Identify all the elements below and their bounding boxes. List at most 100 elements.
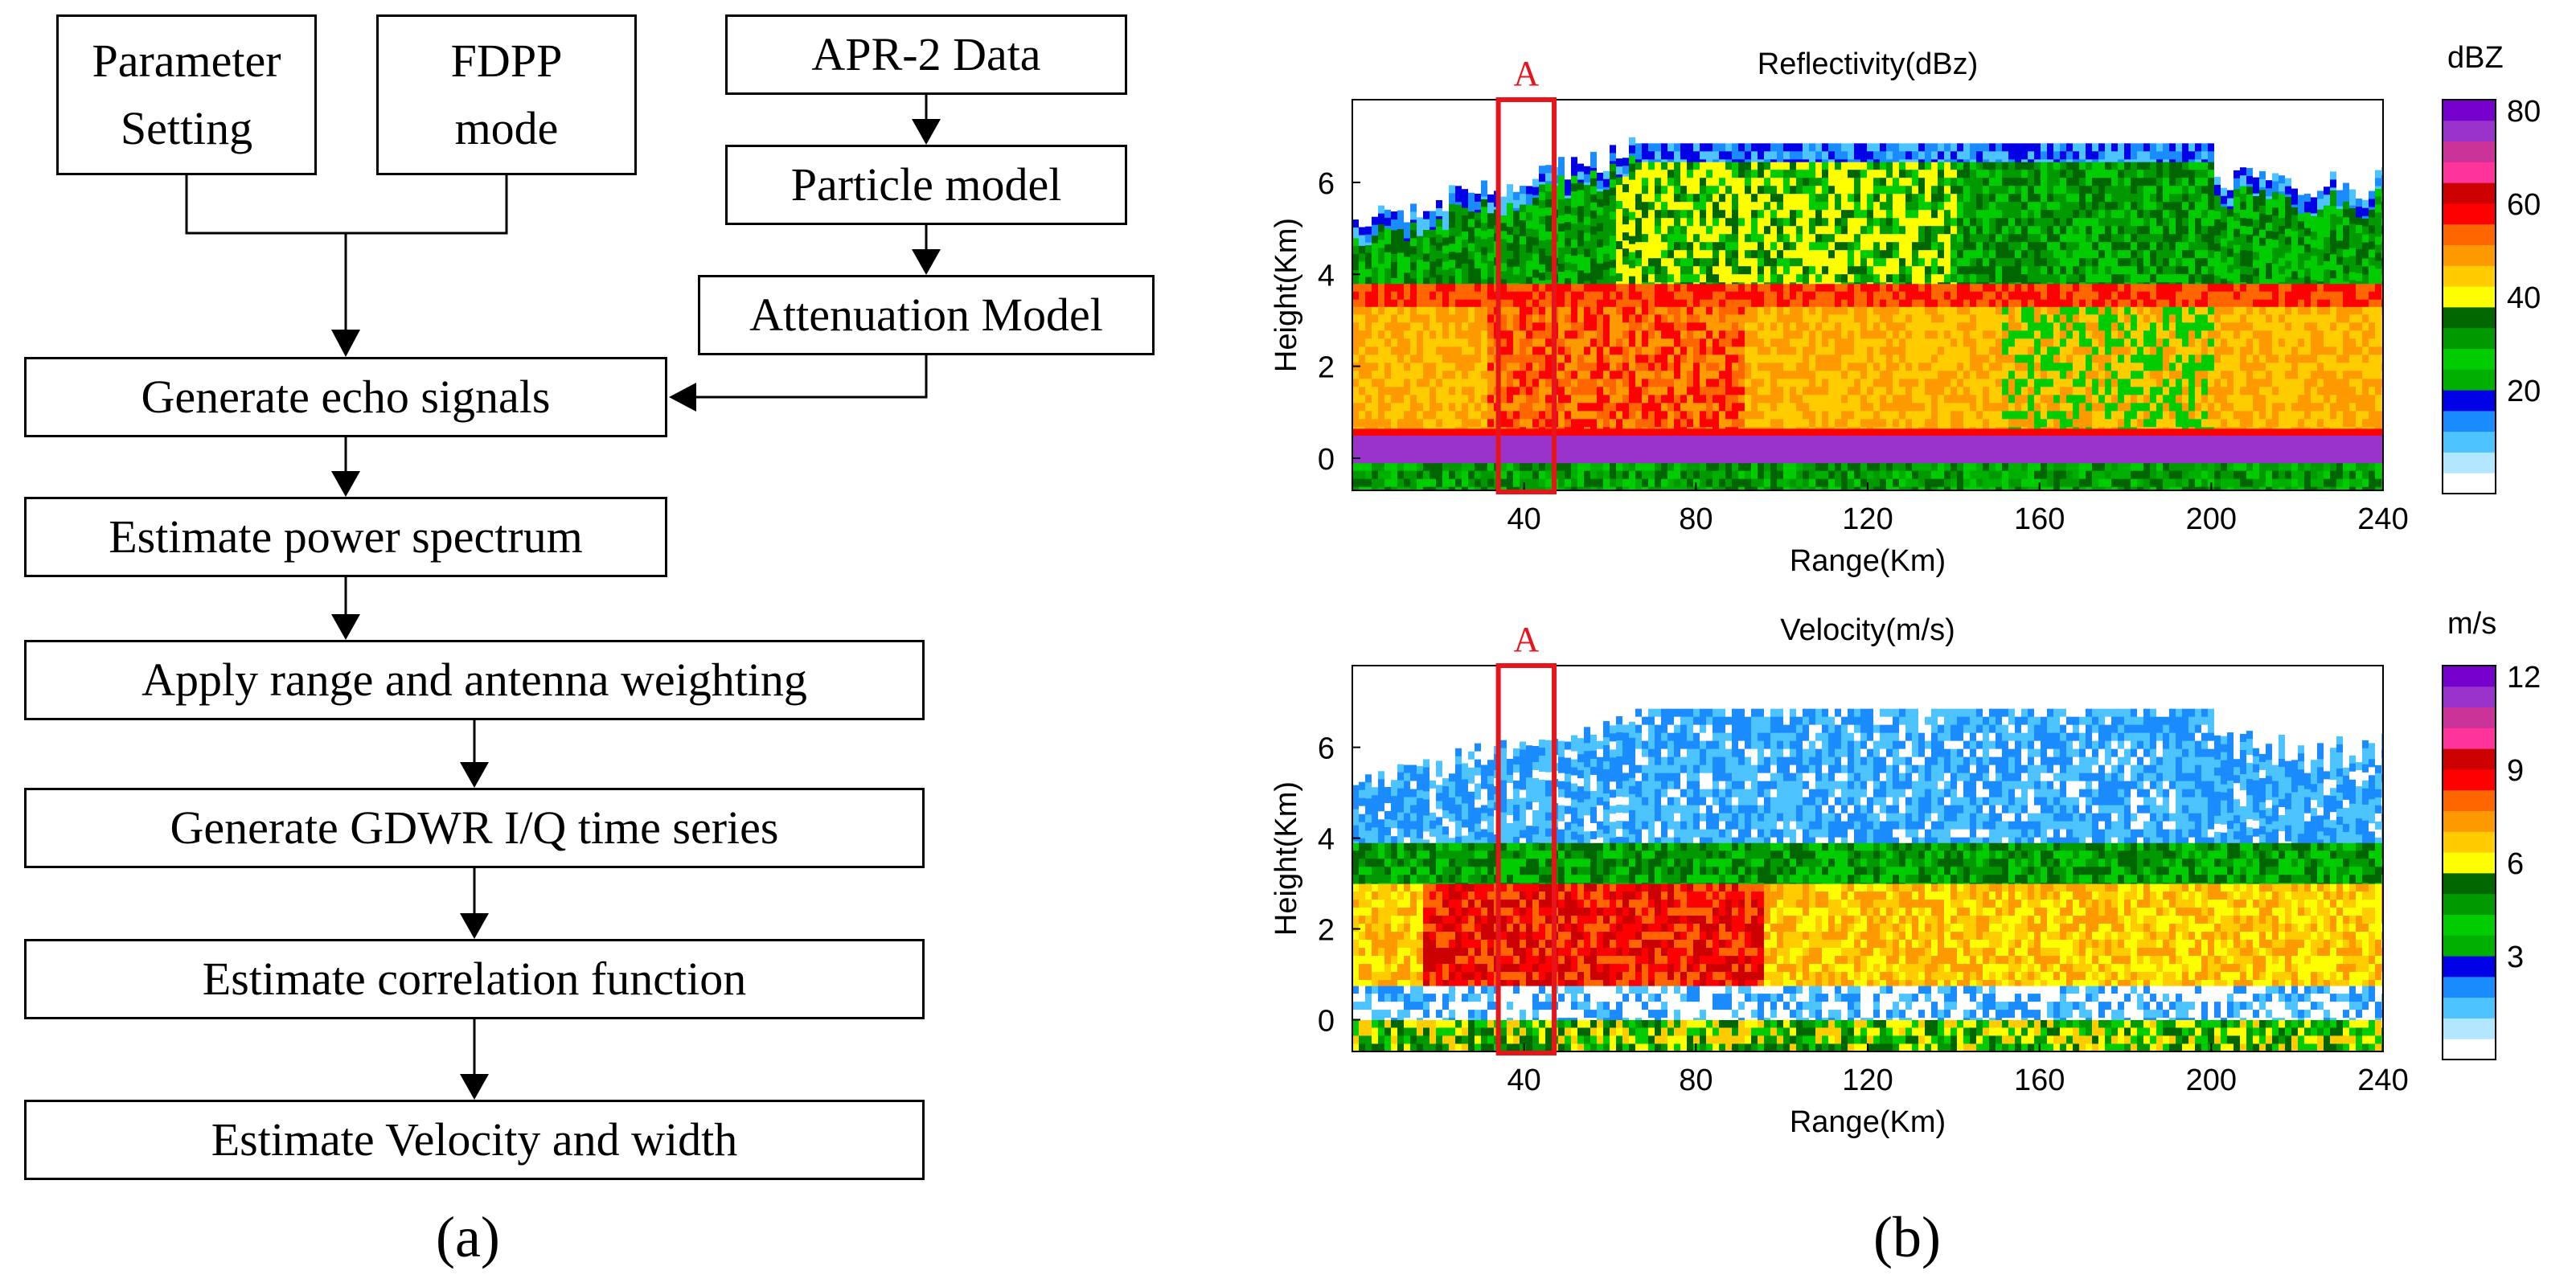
colorbar-tick-label: 12	[2507, 661, 2541, 695]
x-tick-label: 160	[2014, 502, 2065, 536]
fdpp-mode-line1: FDPP	[450, 35, 563, 87]
colorbar-title: m/s	[2447, 607, 2496, 641]
gdwr-box: Generate GDWR I/Q time series	[24, 788, 925, 868]
x-tick-label: 80	[1679, 1064, 1713, 1097]
parameter-setting-line1: Parameter	[92, 35, 281, 87]
colorbar-segment	[2443, 182, 2496, 204]
colorbar-segment	[2443, 686, 2496, 708]
colorbar-frame	[2442, 665, 2496, 1060]
colorbar-segment	[2443, 748, 2496, 770]
weighting-box: Apply range and antenna weighting	[24, 640, 925, 720]
parameter-setting-line2: Setting	[120, 102, 253, 154]
arrowhead-correlation	[460, 913, 489, 939]
colorbar-segment	[2443, 769, 2496, 791]
x-tick-label: 200	[2186, 1064, 2237, 1097]
colorbar-tick-label: 80	[2507, 95, 2541, 129]
colorbar-tick-label: 6	[2507, 847, 2524, 881]
colorbar-segment	[2443, 286, 2496, 308]
panel-label-a: (a)	[436, 1205, 500, 1269]
colorbar-segment	[2443, 473, 2496, 494]
colorbar-segment	[2443, 452, 2496, 473]
arrowhead-power	[331, 471, 360, 497]
y-tick-label: 6	[1318, 732, 1335, 766]
colorbar-segment	[2443, 956, 2496, 978]
apr2-data-box: APR-2 Data	[725, 14, 1127, 95]
x-tick-label: 160	[2014, 1064, 2065, 1097]
heatmap-field	[1352, 100, 2383, 490]
velocity-width-box: Estimate Velocity and width	[24, 1100, 925, 1180]
velocity-width-label: Estimate Velocity and width	[211, 1113, 738, 1166]
arrowhead-gdwr	[460, 762, 489, 788]
attenuation-model-box: Attenuation Model	[698, 275, 1155, 355]
apr2-data-label: APR-2 Data	[811, 28, 1041, 80]
gdwr-label: Generate GDWR I/Q time series	[170, 801, 779, 854]
power-spectrum-label: Estimate power spectrum	[109, 510, 583, 563]
x-tick-label: 40	[1507, 1064, 1541, 1097]
arrowhead-echo-side	[669, 383, 696, 412]
colorbar-segment	[2443, 707, 2496, 728]
correlation-label: Estimate correlation function	[202, 953, 747, 1005]
colorbar-segment	[2443, 997, 2496, 1019]
colorbar-segment	[2443, 976, 2496, 998]
chart-title: Velocity(m/s)	[1780, 613, 1955, 647]
arrowhead-attenuation	[912, 249, 941, 275]
colorbar-tick-label: 40	[2507, 281, 2541, 315]
x-tick-label: 120	[1842, 502, 1893, 536]
x-tick-label: 240	[2357, 502, 2408, 536]
colorbar-segment	[2443, 327, 2496, 349]
generate-echo-label: Generate echo signals	[141, 371, 551, 423]
region-a-box	[1495, 663, 1557, 1055]
x-axis-label: Range(Km)	[1790, 1105, 1946, 1139]
y-tick-label: 2	[1318, 914, 1335, 948]
correlation-box: Estimate correlation function	[24, 939, 925, 1019]
y-tick-label: 2	[1318, 351, 1335, 385]
colorbar-segment	[2443, 244, 2496, 266]
power-spectrum-box: Estimate power spectrum	[24, 497, 667, 577]
colorbar-segment	[2443, 872, 2496, 895]
colorbar-segment	[2443, 893, 2496, 915]
colorbar-segment	[2443, 831, 2496, 853]
y-tick-label: 4	[1318, 259, 1335, 293]
colorbar-segment	[2443, 348, 2496, 370]
colorbar-segment	[2443, 203, 2496, 225]
colorbar-segment	[2443, 810, 2496, 832]
x-tick-label: 240	[2357, 1064, 2408, 1097]
colorbar-segment	[2443, 162, 2496, 183]
colorbar-title: dBZ	[2447, 41, 2504, 75]
x-tick-label: 40	[1507, 502, 1541, 536]
colorbar-segment	[2443, 914, 2496, 936]
panel-label-b: (b)	[1873, 1205, 1941, 1269]
arrowhead-weighting	[331, 614, 360, 640]
y-tick-label: 0	[1318, 1004, 1335, 1038]
parameter-setting-box: Parameter Setting	[56, 14, 317, 175]
colorbar-tick-label: 20	[2507, 375, 2541, 408]
heatmap-field	[1352, 666, 2383, 1051]
colorbar-segment	[2443, 666, 2496, 687]
y-tick-label: 0	[1318, 443, 1335, 477]
region-a-label: A	[1513, 620, 1539, 659]
x-tick-label: 80	[1679, 502, 1713, 536]
colorbar-frame	[2442, 99, 2496, 494]
particle-model-box: Particle model	[725, 145, 1127, 225]
colorbar-segment	[2443, 120, 2496, 142]
colorbar-segment	[2443, 410, 2496, 432]
y-axis-label: Height(Km)	[1270, 218, 1303, 372]
colorbar-segment	[2443, 306, 2496, 329]
arrowhead-echo	[331, 330, 360, 357]
x-tick-label: 120	[1842, 1064, 1893, 1097]
x-axis-label: Range(Km)	[1790, 544, 1946, 578]
attenuation-model-label: Attenuation Model	[749, 289, 1103, 341]
fdpp-mode-line2: mode	[454, 102, 559, 154]
y-tick-label: 6	[1318, 167, 1335, 201]
colorbar-segment	[2443, 223, 2496, 246]
colorbar-segment	[2443, 265, 2496, 287]
colorbar-segment	[2443, 935, 2496, 957]
colorbar-tick-label: 3	[2507, 941, 2524, 974]
arrow-attenuation-to-echo	[696, 355, 928, 399]
particle-model-label: Particle model	[790, 158, 1062, 211]
chart-title: Reflectivity(dBz)	[1758, 47, 1979, 81]
colorbar-segment	[2443, 141, 2496, 162]
colorbar-segment	[2443, 431, 2496, 453]
arrowhead-velocity	[460, 1074, 489, 1100]
